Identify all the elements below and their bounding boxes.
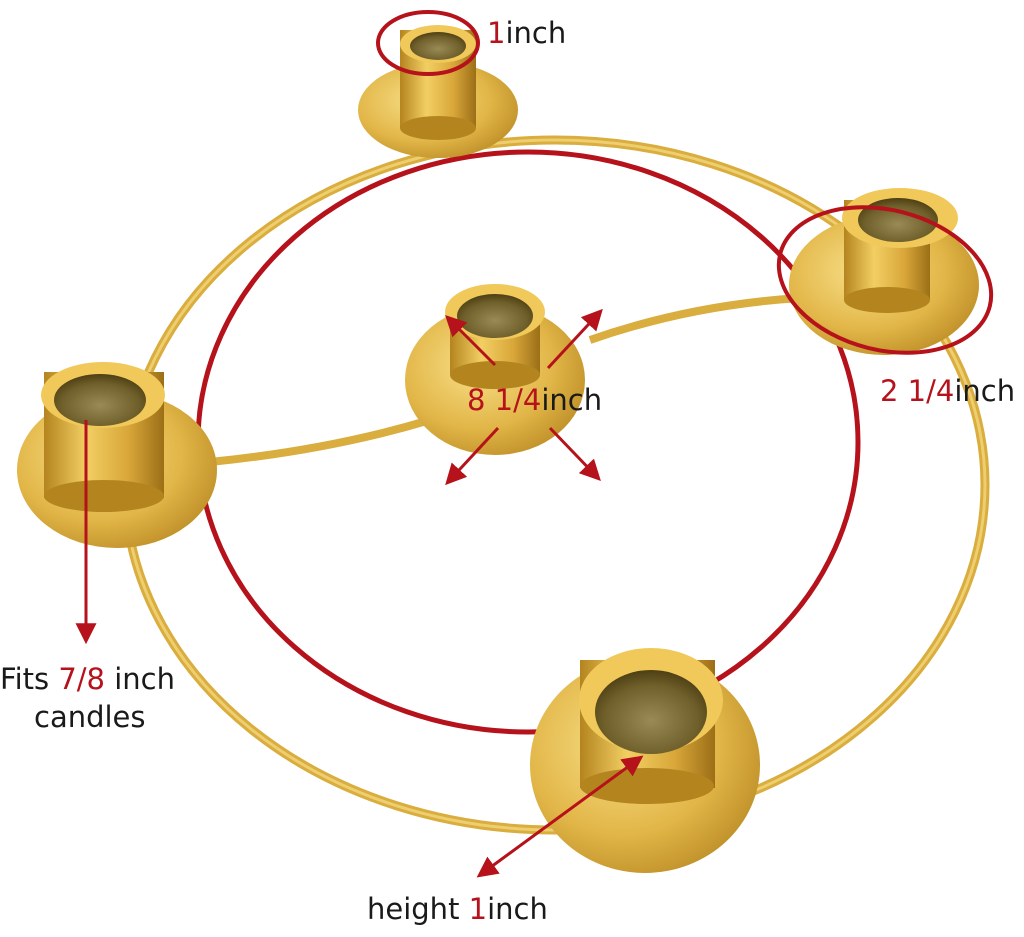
- top-cup-unit: inch: [505, 16, 567, 50]
- height-unit: inch: [487, 892, 548, 926]
- ring-diameter-label: 8 1/4inch: [467, 383, 603, 417]
- ring-arrow-up-left: [445, 315, 497, 367]
- top-candle-holder: [358, 10, 518, 158]
- left-candle-holder: [17, 362, 217, 548]
- ring-diameter-value: 8 1/4: [467, 383, 542, 417]
- left-arm: [209, 416, 432, 466]
- ring-diameter-unit: inch: [541, 383, 603, 417]
- fits-prefix: Fits: [0, 662, 59, 696]
- fits-label-line2: candles: [34, 700, 146, 734]
- top-cup-value: 1: [487, 16, 506, 50]
- base-diameter-unit: inch: [954, 374, 1016, 408]
- fits-value: 7/8: [58, 662, 105, 696]
- base-diameter-label: 2 1/4inch: [880, 374, 1016, 408]
- ring-arrow-down-right: [548, 426, 601, 482]
- right-arm: [588, 294, 801, 344]
- right-candle-holder: [776, 188, 994, 355]
- top-cup-label: 1inch: [487, 16, 567, 50]
- bottom-candle-holder: [530, 648, 760, 873]
- height-arrow: [476, 755, 644, 878]
- base-red-circle: [776, 205, 994, 355]
- height-prefix: height: [367, 892, 469, 926]
- base-diameter-value: 2 1/4: [880, 374, 955, 408]
- fits-suffix: inch: [105, 662, 175, 696]
- height-value: 1: [468, 892, 488, 926]
- cup-red-circle: [376, 10, 480, 76]
- ring-arrow-down-left: [445, 426, 500, 486]
- center-candle-holder: [405, 284, 585, 455]
- height-label: height 1inch: [367, 892, 548, 926]
- ring-arrow-up-right: [546, 308, 603, 370]
- fits-label: Fits 7/8 inch: [0, 662, 175, 696]
